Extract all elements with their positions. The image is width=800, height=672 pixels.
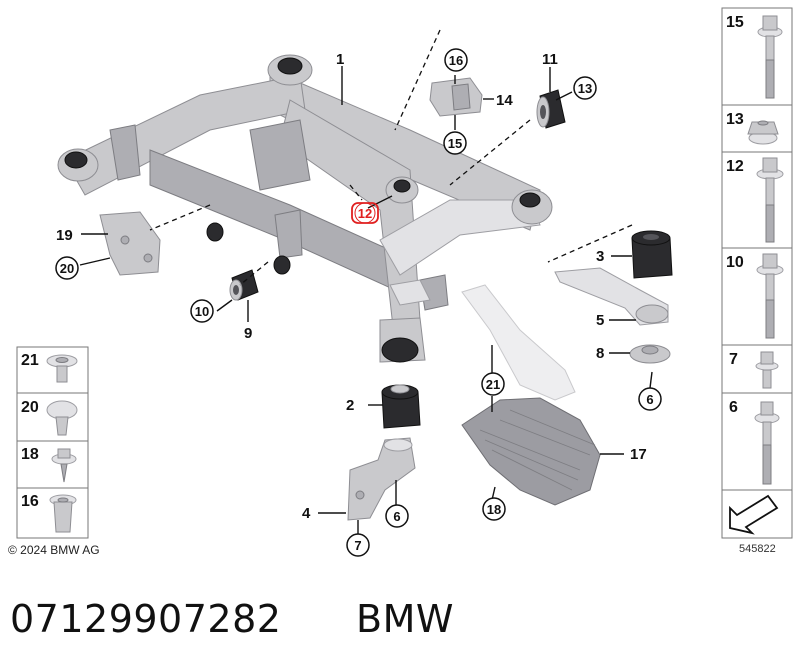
bushing-part-11 xyxy=(536,89,566,129)
callout-10-circle xyxy=(190,299,214,323)
callout-21-circle xyxy=(481,372,505,396)
rubber-mount-part-3 xyxy=(631,230,673,279)
rubber-stop-part-14 xyxy=(429,77,483,117)
callout-13: 13 xyxy=(578,81,592,96)
callout-19: 19 xyxy=(56,227,73,244)
support-arm-part-5 xyxy=(554,267,669,326)
callout-13-circle xyxy=(573,76,597,100)
callout-21: 21 xyxy=(486,377,500,392)
bushing-part-9 xyxy=(229,269,259,301)
callout-11: 11 xyxy=(542,51,558,68)
arrow-icon xyxy=(729,494,779,535)
reference-number: 545822 xyxy=(739,543,776,555)
left-panel-18: 18 xyxy=(21,446,39,463)
callout-12: 12 xyxy=(358,206,372,221)
left-panel-16: 16 xyxy=(21,493,39,510)
callout-15-circle xyxy=(443,131,467,155)
copyright-text: © 2024 BMW AG xyxy=(8,543,100,557)
bolt-15-icon xyxy=(757,15,783,99)
push-rivet-20-icon xyxy=(46,400,78,436)
assembly-lines xyxy=(149,29,633,286)
callout-14: 14 xyxy=(496,92,513,109)
bolt-7-icon xyxy=(755,351,779,389)
right-panel-6: 6 xyxy=(729,399,738,416)
left-panel-21: 21 xyxy=(21,352,39,369)
callout-7-circle xyxy=(346,533,370,557)
callout-16: 16 xyxy=(449,53,463,68)
callout-3: 3 xyxy=(596,248,604,265)
callout-6a: 6 xyxy=(646,392,653,407)
callout-6b-circle xyxy=(385,504,409,528)
callout-18-circle xyxy=(482,497,506,521)
right-panel-13: 13 xyxy=(726,111,744,128)
callout-4: 4 xyxy=(302,505,311,522)
push-clip-21-icon xyxy=(46,354,78,383)
underbody-cover-part-17 xyxy=(461,397,601,506)
callout-5: 5 xyxy=(596,312,604,329)
callout-1: 1 xyxy=(336,51,344,68)
callout-16-circle xyxy=(444,48,468,72)
right-panel-7: 7 xyxy=(729,351,738,368)
callout-20-circle xyxy=(55,256,79,280)
callout-20: 20 xyxy=(60,261,74,276)
callout-2: 2 xyxy=(346,397,354,414)
callout-7: 7 xyxy=(354,538,361,553)
rear-subframe xyxy=(57,54,553,363)
rubber-mount-part-2 xyxy=(381,384,421,429)
part-number: 07129907282 xyxy=(10,597,281,641)
bracket-part-4 xyxy=(347,437,416,521)
washer-part-8 xyxy=(629,344,671,364)
right-panel-12: 12 xyxy=(726,158,744,175)
bolt-10-icon xyxy=(756,253,784,339)
callout-9: 9 xyxy=(244,325,252,342)
callouts: 1 2 3 4 5 8 9 11 14 17 19 10 16 15 13 12… xyxy=(55,48,662,557)
callout-15: 15 xyxy=(448,136,462,151)
bolt-6-icon xyxy=(754,401,780,485)
brand-name: BMW xyxy=(356,597,454,641)
callout-18: 18 xyxy=(487,502,501,517)
callout-12-circle xyxy=(354,202,376,224)
left-fastener-panel: 21 20 18 16 xyxy=(16,346,89,539)
callout-17: 17 xyxy=(630,446,647,463)
right-panel-10: 10 xyxy=(726,254,744,271)
callout-8: 8 xyxy=(596,345,604,362)
right-fastener-panel: 15 13 12 10 7 6 xyxy=(721,7,793,539)
screw-18-icon xyxy=(51,448,77,483)
bolt-12-icon xyxy=(756,157,784,243)
rivet-nut-16-icon xyxy=(49,494,77,533)
right-panel-15: 15 xyxy=(726,14,744,31)
nut-13-icon xyxy=(747,120,779,145)
callout-6a-circle xyxy=(638,387,662,411)
callout-6b: 6 xyxy=(393,509,400,524)
bracket-part-19 xyxy=(99,211,161,276)
ghost-arm-part-21 xyxy=(461,284,576,401)
left-panel-20: 20 xyxy=(21,399,39,416)
callout-10: 10 xyxy=(195,304,209,319)
